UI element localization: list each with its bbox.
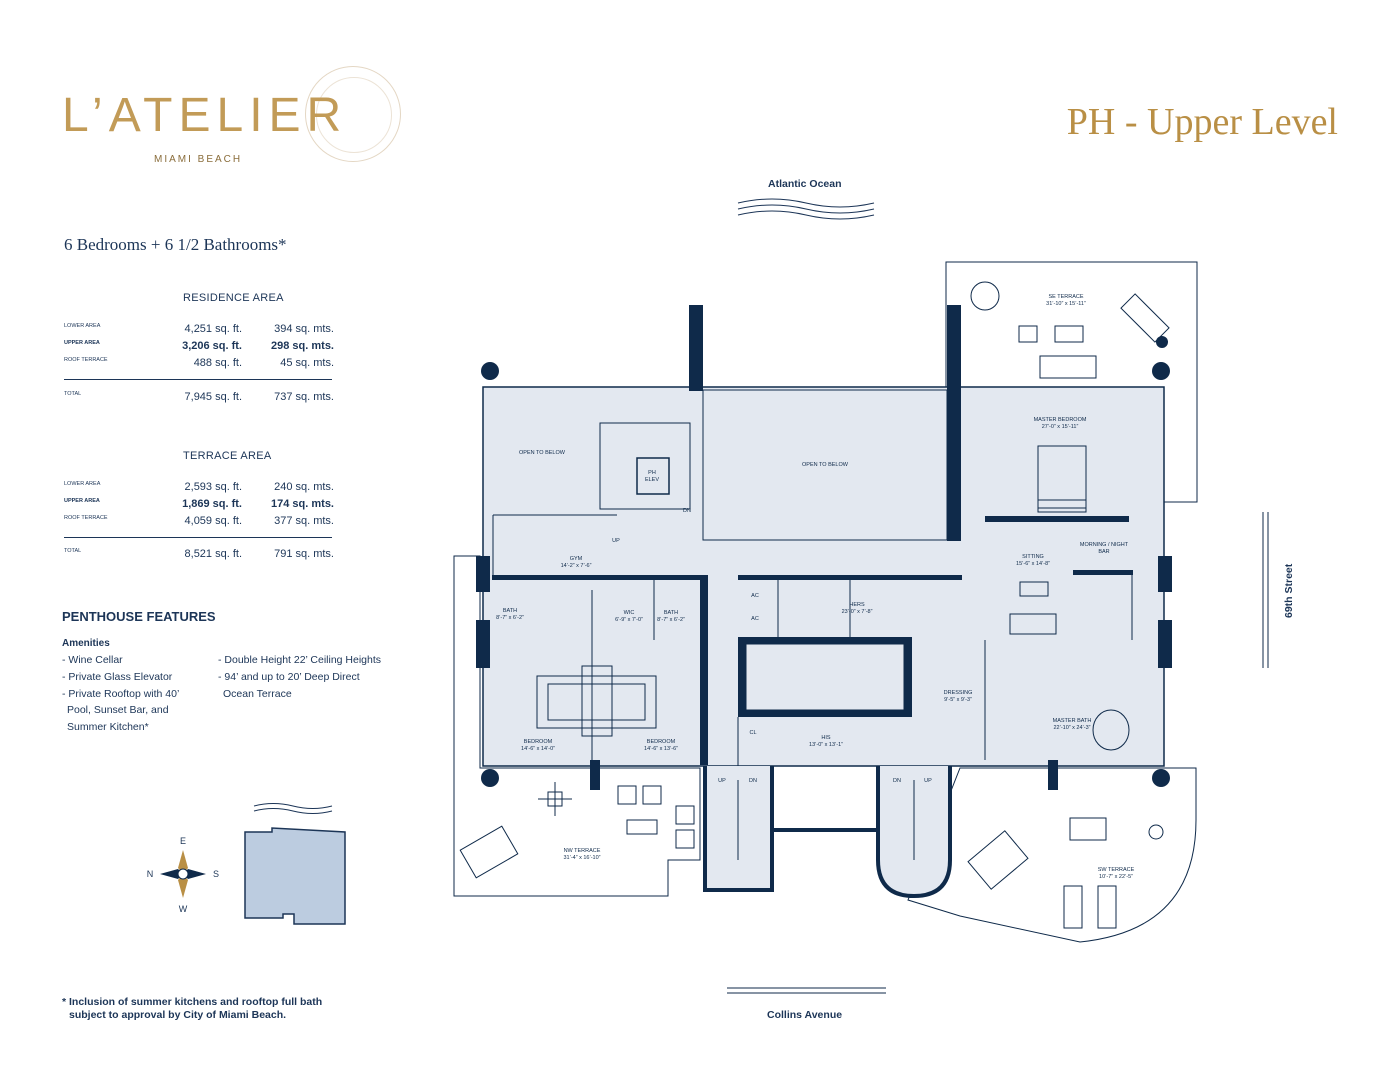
compass-icon: E W N S [147, 836, 219, 914]
room-name: SITTING [1022, 554, 1044, 560]
street-label-bottom: Collins Avenue [767, 1009, 843, 1021]
key-plan [244, 803, 346, 925]
room-name: NW TERRACE [564, 848, 601, 854]
svg-text:S: S [213, 869, 219, 879]
room-name: HIS [821, 735, 831, 741]
room-dims: 14’-6” x 14’-0” [521, 746, 555, 752]
room-name: OPEN TO BELOW [802, 462, 849, 468]
room-dims: 8’-7” x 6’-2” [657, 617, 685, 623]
amenities-label: Amenities [62, 638, 110, 649]
room-dims: 14’-6” x 13’-6” [644, 746, 678, 752]
footnote: * Inclusion of summer kitchens and rooft… [62, 996, 323, 1021]
room-name: AC [751, 593, 759, 599]
room-dims: 31’-4” x 16’-10” [564, 855, 601, 861]
stair-label: UP [612, 538, 620, 544]
terrace-area-heading: TERRACE AREA [183, 450, 272, 462]
room-name: BAR [1098, 549, 1109, 555]
ocean-wave-icon [737, 198, 875, 220]
room-name: PH [648, 470, 656, 476]
room-name: SW TERRACE [1098, 867, 1135, 873]
room-name: BEDROOM [524, 739, 553, 745]
stair-label: DN [893, 778, 901, 784]
room-dims: 23’-0” x 7’-8” [842, 609, 873, 615]
room-name: DRESSING [944, 690, 973, 696]
road-lines [727, 987, 886, 994]
svg-text:N: N [147, 869, 154, 879]
room-name: WIC [624, 610, 635, 616]
stair-label: DN [683, 508, 691, 514]
room-dims: 15’-6” x 14’-8” [1016, 561, 1050, 567]
room-name: ELEV [645, 477, 659, 483]
features-col-2: - Double Height 22’ Ceiling Heights - 94… [218, 654, 382, 700]
room-name: CL [749, 730, 756, 736]
page-title: PH - Upper Level [1066, 101, 1338, 143]
room-dims: 27’-0” x 15’-11” [1042, 424, 1079, 430]
unit-subtitle: 6 Bedrooms + 6 1/2 Bathrooms* [64, 235, 287, 254]
svg-text:W: W [179, 904, 188, 914]
room-dims: 31’-10” x 15’-11” [1046, 301, 1086, 307]
room-dims: 13’-0” x 13’-1” [809, 742, 843, 748]
room-dims: 9’-5” x 9’-3” [944, 697, 972, 703]
residence-area-heading: RESIDENCE AREA [183, 292, 284, 304]
room-name: AC [751, 616, 759, 622]
svg-text:E: E [180, 836, 186, 846]
room-name: SE TERRACE [1048, 294, 1083, 300]
room-name: BEDROOM [647, 739, 676, 745]
room-dims: 22’-10” x 24’-3” [1054, 725, 1091, 731]
room-dims: 10’-7” x 22’-5” [1099, 874, 1133, 880]
logo-seal [305, 66, 401, 162]
stair-label: UP [924, 778, 932, 784]
sw-terrace [907, 767, 1197, 943]
features-title: PENTHOUSE FEATURES [62, 609, 216, 624]
road-lines [1262, 512, 1269, 668]
divider [64, 537, 332, 538]
features-col-1: - Wine Cellar - Private Glass Elevator -… [62, 654, 180, 734]
stair-label: UP [718, 778, 726, 784]
room-name: GYM [570, 556, 583, 562]
stair-label: DN [749, 778, 757, 784]
room-dims: 14’-2” x 7’-6” [561, 563, 592, 569]
room-dims: 8’-7” x 6’-2” [496, 615, 524, 621]
room-name: MASTER BEDROOM [1034, 417, 1087, 423]
room-name: BATH [664, 610, 678, 616]
street-label-top: Atlantic Ocean [768, 178, 842, 190]
room-dims: 6’-9” x 7’-0” [615, 617, 643, 623]
room-name: MORNING / NIGHT [1080, 542, 1129, 548]
room-name: OPEN TO BELOW [519, 450, 566, 456]
divider [64, 379, 332, 380]
room-name: HERS [849, 602, 865, 608]
room-name: MASTER BATH [1053, 718, 1092, 724]
brand-location: MIAMI BEACH [154, 154, 243, 165]
brand-logo: L’ATELIER [62, 89, 348, 142]
room-name: BATH [503, 608, 517, 614]
